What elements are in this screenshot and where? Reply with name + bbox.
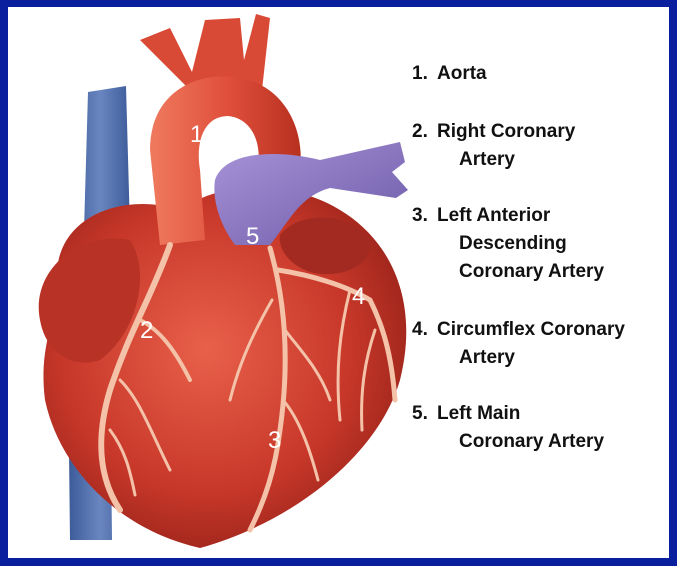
legend-item-left-main: 5.Left Main Coronary Artery bbox=[412, 400, 604, 456]
legend-text: Artery bbox=[412, 146, 575, 174]
legend-number: 4. bbox=[412, 316, 437, 344]
legend-text: Circumflex Coronary bbox=[437, 319, 625, 340]
label-5: 5 bbox=[246, 223, 259, 250]
legend-text: Artery bbox=[412, 344, 625, 372]
legend-number: 2. bbox=[412, 118, 437, 146]
label-1: 1 bbox=[190, 121, 203, 148]
legend-number: 5. bbox=[412, 400, 437, 428]
legend-text: Right Coronary bbox=[437, 121, 575, 142]
label-2: 2 bbox=[140, 317, 153, 344]
label-4: 4 bbox=[352, 283, 365, 310]
legend-text: Coronary Artery bbox=[412, 258, 604, 286]
legend-text: Left Anterior bbox=[437, 205, 550, 226]
legend-item-right-coronary: 2.Right Coronary Artery bbox=[412, 118, 575, 174]
legend-number: 1. bbox=[412, 60, 437, 88]
legend-text: Left Main bbox=[437, 403, 520, 424]
label-3: 3 bbox=[268, 427, 281, 454]
legend-item-lad: 3.Left Anterior Descending Coronary Arte… bbox=[412, 202, 604, 286]
legend-text: Coronary Artery bbox=[412, 428, 604, 456]
legend-text: Descending bbox=[412, 230, 604, 258]
legend-item-circumflex: 4.Circumflex Coronary Artery bbox=[412, 316, 625, 372]
legend-item-aorta: 1.Aorta bbox=[412, 60, 487, 88]
legend-number: 3. bbox=[412, 202, 437, 230]
legend-text: Aorta bbox=[437, 63, 487, 84]
